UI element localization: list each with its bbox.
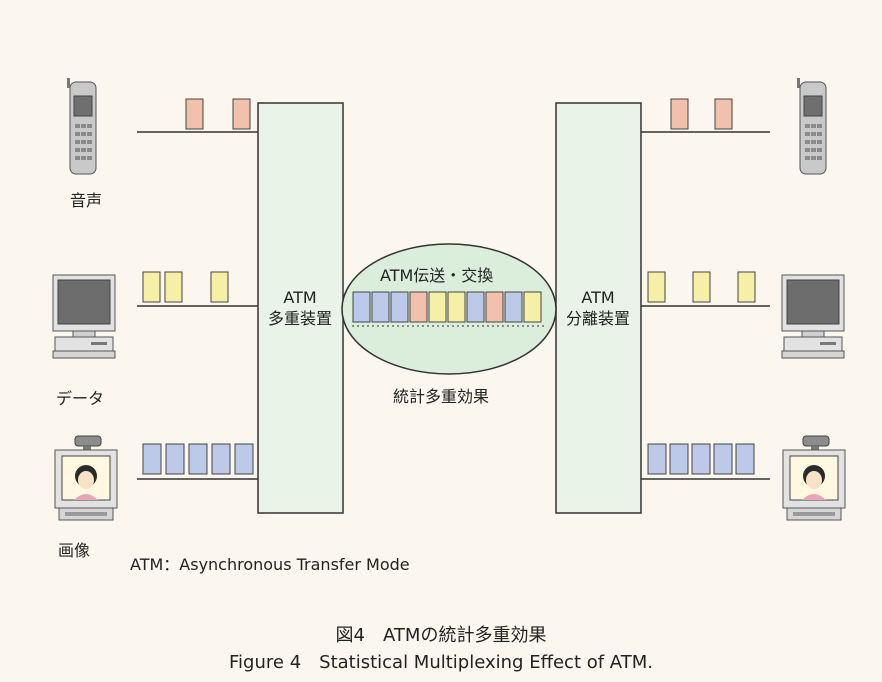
video-cell <box>714 444 732 474</box>
video-cell <box>143 444 161 474</box>
voice-cell <box>186 99 203 129</box>
demux-label-line1: ATM <box>546 288 650 308</box>
data-cell <box>211 272 228 302</box>
data-cell <box>524 292 541 322</box>
video-cell <box>670 444 688 474</box>
figure-caption-en: Figure 4 Statistical Multiplexing Effect… <box>0 648 882 674</box>
mobile-phone-icon <box>67 78 96 174</box>
atm-demultiplexer-box <box>556 103 641 513</box>
data-input-cells <box>143 272 228 302</box>
video-output-cells <box>648 444 754 474</box>
videophone-icon <box>783 436 845 520</box>
data-output-cells <box>648 272 755 302</box>
video-cell <box>235 444 253 474</box>
data-cell <box>165 272 182 302</box>
mobile-phone-icon <box>797 78 826 174</box>
data-cell <box>143 272 160 302</box>
voice-cell <box>233 99 250 129</box>
video-cell <box>391 292 408 322</box>
data-cell <box>738 272 755 302</box>
figure-caption-jp: 図4 ATMの統計多重効果 <box>0 621 882 647</box>
computer-terminal-icon <box>53 275 115 358</box>
atm-multiplexer-box <box>258 103 343 513</box>
computer-terminal-icon <box>782 275 844 358</box>
voice-input-cells <box>186 99 250 129</box>
video-cell <box>353 292 370 322</box>
data-label: データ <box>56 385 104 409</box>
video-cell <box>372 292 389 322</box>
transport-label: ATM伝送・交換 <box>380 262 493 286</box>
video-label: 画像 <box>58 537 90 561</box>
video-cell <box>166 444 184 474</box>
video-cell <box>505 292 522 322</box>
data-cell <box>429 292 446 322</box>
demux-label-line2: 分離装置 <box>546 309 650 329</box>
videophone-icon <box>55 436 117 520</box>
voice-label: 音声 <box>70 187 102 211</box>
video-cell <box>467 292 484 322</box>
mux-label-line1: ATM <box>248 288 352 308</box>
video-cell <box>212 444 230 474</box>
data-cell <box>448 292 465 322</box>
video-cell <box>736 444 754 474</box>
voice-cell <box>410 292 427 322</box>
video-input-cells <box>143 444 253 474</box>
video-cell <box>189 444 207 474</box>
voice-cell <box>671 99 688 129</box>
voice-cell <box>486 292 503 322</box>
voice-cell <box>715 99 732 129</box>
data-cell <box>648 272 665 302</box>
video-cell <box>692 444 710 474</box>
video-cell <box>648 444 666 474</box>
data-cell <box>693 272 710 302</box>
atm-abbreviation: ATM：Asynchronous Transfer Mode <box>130 551 410 575</box>
mux-label-line2: 多重装置 <box>248 309 352 329</box>
voice-output-cells <box>671 99 732 129</box>
statistical-effect-label: 統計多重効果 <box>393 383 489 407</box>
